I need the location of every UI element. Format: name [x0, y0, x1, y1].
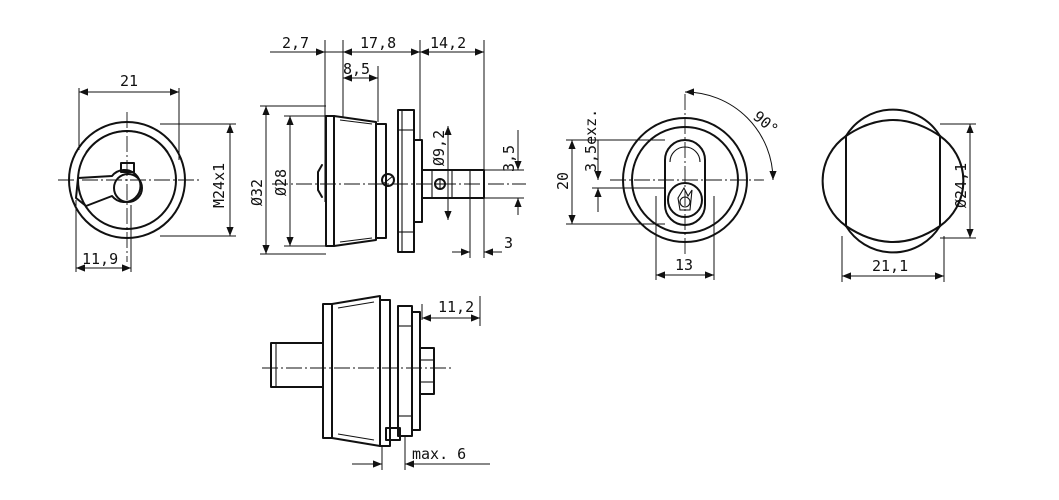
- dim-thread: M24x1: [210, 163, 228, 208]
- dim-flange-diameter: Ø32: [248, 179, 266, 206]
- dim-front-offset: 11,9: [82, 250, 118, 268]
- dim-bottom-projection: 11,2: [438, 298, 474, 316]
- dim-shaft-diameter: Ø9,2: [430, 130, 448, 166]
- dim-flat-diameter: Ø24,1: [952, 163, 970, 208]
- front-view: 21 11,9 M24x1: [58, 72, 236, 272]
- dim-eccentric: 3,5exz.: [582, 109, 600, 172]
- flat-section-view: Ø24,1 21,1: [821, 108, 976, 282]
- dim-body-length: 17,8: [360, 34, 396, 52]
- dim-body-diameter: Ø28: [272, 169, 290, 196]
- dim-flat-width: 21,1: [872, 257, 908, 275]
- dim-shaft-flat: 3,5: [500, 145, 518, 172]
- dim-key-height: 20: [554, 172, 572, 190]
- dim-key-width: 13: [675, 256, 693, 274]
- bottom-view: 11,2 max. 6: [262, 295, 490, 470]
- dim-plug-length: 8,5: [343, 60, 370, 78]
- dim-cam-thickness: 2,7: [282, 34, 309, 52]
- side-view: 2,7 17,8 14,2 8,5 Ø32 Ø28 Ø9,2 3,5 3: [248, 34, 526, 258]
- dim-max-panel: max. 6: [412, 445, 466, 463]
- dim-shaft-length: 14,2: [430, 34, 466, 52]
- dim-shaft-end: 3: [504, 234, 513, 252]
- key-face-view: 90° 20 3,5exz. 13: [554, 88, 782, 280]
- dim-angle: 90°: [749, 107, 781, 138]
- dim-front-width: 21: [120, 72, 138, 90]
